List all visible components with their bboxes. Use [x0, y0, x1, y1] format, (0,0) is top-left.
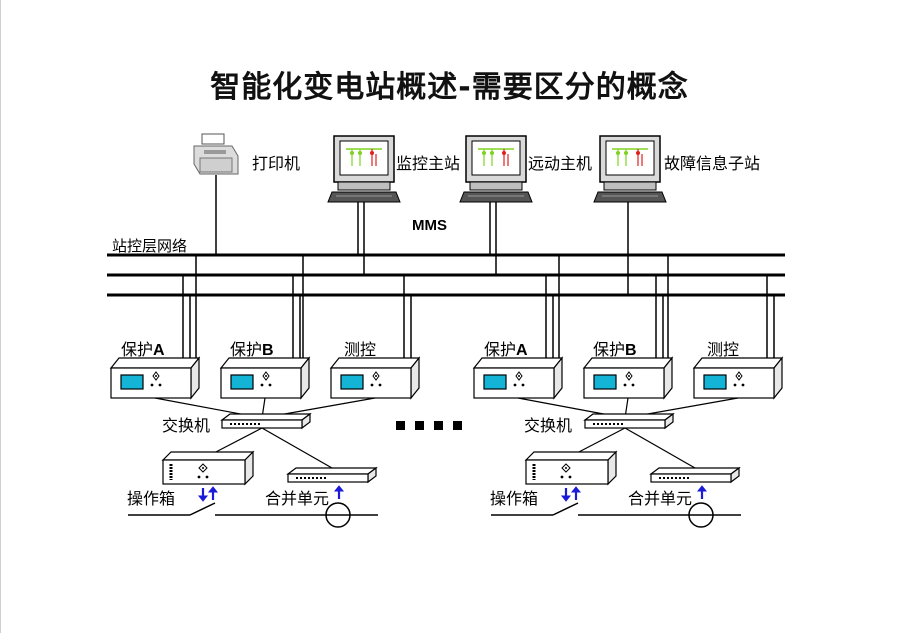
ied-device-icon — [583, 357, 673, 399]
merging-unit-icon — [287, 467, 377, 483]
operation-box-icon — [524, 450, 618, 486]
operation-box-icon — [161, 450, 255, 486]
ied-label: 保护A — [484, 340, 528, 359]
ied-label: 保护B — [593, 340, 637, 359]
printer-label: 打印机 — [252, 154, 301, 173]
printer-icon — [193, 133, 239, 175]
merging-unit-label: 合并单元 — [628, 489, 693, 508]
ied-device-icon — [330, 357, 420, 399]
ied-label: 保护A — [121, 340, 165, 359]
arrow-icon — [560, 485, 708, 502]
fault-info-label: 故障信息子站 — [664, 154, 761, 173]
ied-device-icon — [220, 357, 310, 399]
page-title: 智能化变电站概述-需要区分的概念 — [210, 70, 689, 105]
ellipsis-marks — [396, 421, 462, 430]
telecontrol-label: 远动主机 — [528, 154, 593, 173]
workstation-icon — [593, 135, 667, 203]
merging-unit-icon — [650, 467, 740, 483]
ied-label: 保护B — [230, 340, 274, 359]
page-border — [0, 0, 1, 633]
ied-device-icon — [110, 357, 200, 399]
switch-icon — [221, 413, 311, 429]
ied-label: 测控 — [344, 340, 377, 359]
mms-label: MMS — [412, 217, 447, 234]
workstation-icon — [327, 135, 401, 203]
switch-icon — [584, 413, 674, 429]
ied-device-icon — [473, 357, 563, 399]
merging-unit-label: 合并单元 — [265, 489, 330, 508]
station-network-label: 站控层网络 — [112, 237, 188, 255]
operation-box-label: 操作箱 — [127, 489, 176, 508]
ied-device-icon — [693, 357, 783, 399]
switch-label: 交换机 — [524, 416, 573, 435]
switch-label: 交换机 — [162, 416, 211, 435]
workstation-icon — [459, 135, 533, 203]
ied-label: 测控 — [707, 340, 740, 359]
arrow-icon — [197, 485, 345, 502]
monitor-main-label: 监控主站 — [396, 154, 461, 173]
operation-box-label: 操作箱 — [490, 489, 539, 508]
